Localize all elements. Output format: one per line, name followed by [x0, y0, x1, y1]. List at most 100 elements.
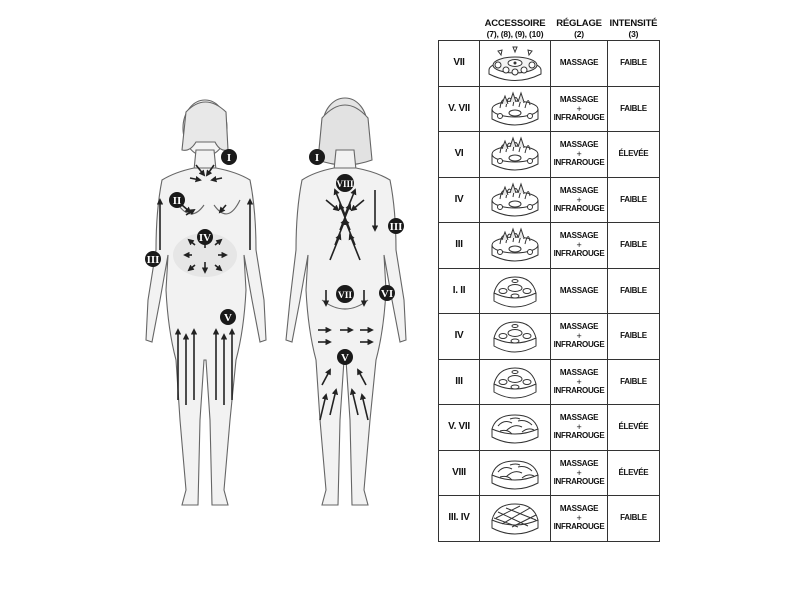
back-zone-marker-I: I: [309, 149, 325, 165]
zone-cell: IV: [438, 176, 480, 223]
front-zone-marker-IV: IV: [197, 229, 213, 245]
setting-extra-text: INFRAROUGE: [553, 249, 605, 259]
front-massage-arrows: [156, 164, 254, 405]
setting-cell: MASSAGE+INFRAROUGE: [550, 358, 608, 405]
setting-header-label: RÉGLAGE: [556, 18, 602, 29]
setting-extra-text: INFRAROUGE: [553, 385, 605, 395]
setting-extra-text: INFRAROUGE: [553, 476, 605, 486]
setting-cell: MASSAGE: [550, 40, 608, 87]
column-header-accessory: ACCESSOIRE (7), (8), (9), (10): [480, 16, 551, 41]
column-header-setting: RÉGLAGE (2): [551, 16, 608, 41]
grid-massage-head-icon: [480, 498, 550, 538]
setting-extra-text: INFRAROUGE: [553, 340, 605, 350]
zone-cell: VII: [438, 40, 480, 87]
setting-mode-text: MASSAGE: [559, 504, 599, 514]
ridged-infrared-head-icon: [480, 134, 550, 174]
svg-text:I: I: [227, 152, 231, 164]
accessory-settings-table: ACCESSOIRE (7), (8), (9), (10) RÉGLAGE (…: [438, 16, 660, 542]
plus-sign: +: [576, 513, 582, 524]
front-zone-marker-I: I: [221, 149, 237, 165]
svg-text:III: III: [390, 221, 403, 233]
intensity-header-ref: (3): [628, 29, 639, 39]
setting-extra-text: INFRAROUGE: [553, 203, 605, 213]
back-zone-marker-VII: VII: [336, 285, 354, 303]
textured-massage-head-icon: [480, 453, 550, 493]
dome-massage-head-icon: [480, 271, 550, 311]
setting-extra-text: INFRAROUGE: [553, 431, 605, 441]
zone-cell: IV: [438, 313, 480, 360]
textured-massage-head-icon: [480, 407, 550, 447]
front-body-figure: [145, 99, 267, 506]
setting-cell: MASSAGE: [550, 267, 608, 314]
setting-extra-text: INFRAROUGE: [553, 522, 605, 532]
intensity-cell: ÉLEVÉE: [607, 131, 660, 178]
table-row: VII MASSAGE FAIBLE: [438, 40, 660, 87]
accessory-cell: [479, 495, 551, 542]
nub-massage-head-icon: [480, 43, 550, 83]
front-zone-marker-V: V: [220, 309, 236, 325]
accessory-header-label: ACCESSOIRE: [484, 18, 546, 29]
plus-sign: +: [576, 422, 582, 433]
column-header-intensity: INTENSITÉ (3): [608, 16, 660, 41]
intensity-cell: FAIBLE: [607, 222, 660, 269]
accessory-cell: [479, 85, 551, 132]
zone-cell: I. II: [438, 267, 480, 314]
back-massage-arrows: [318, 188, 379, 421]
plus-sign: +: [576, 376, 582, 387]
back-zone-marker-III: III: [388, 218, 404, 234]
plus-sign: +: [576, 194, 582, 205]
accessory-cell: [479, 222, 551, 269]
intensity-cell: FAIBLE: [607, 85, 660, 132]
svg-text:I: I: [315, 152, 319, 164]
plus-sign: +: [576, 149, 582, 160]
svg-text:IV: IV: [199, 232, 211, 244]
ridged-infrared-head-icon: [480, 225, 550, 265]
setting-cell: MASSAGE+INFRAROUGE: [550, 313, 608, 360]
accessory-cell: [479, 267, 551, 314]
setting-header-ref: (2): [574, 29, 584, 39]
accessory-cell: [479, 131, 551, 178]
intensity-cell: FAIBLE: [607, 176, 660, 223]
setting-mode-text: MASSAGE: [559, 58, 599, 68]
svg-text:III: III: [147, 254, 160, 266]
dome-massage-head-icon: [480, 362, 550, 402]
setting-cell: MASSAGE+INFRAROUGE: [550, 404, 608, 451]
setting-cell: MASSAGE+INFRAROUGE: [550, 222, 608, 269]
ridged-infrared-head-icon: [480, 180, 550, 220]
intensity-cell: FAIBLE: [607, 313, 660, 360]
front-zone-marker-II: II: [169, 192, 185, 208]
setting-mode-text: MASSAGE: [559, 94, 599, 104]
setting-mode-text: MASSAGE: [559, 458, 599, 468]
zone-cell: V. VII: [438, 85, 480, 132]
svg-text:VII: VII: [338, 291, 353, 301]
setting-mode-text: MASSAGE: [559, 231, 599, 241]
intensity-cell: FAIBLE: [607, 40, 660, 87]
plus-sign: +: [576, 331, 582, 342]
plus-sign: +: [576, 240, 582, 251]
intensity-header-label: INTENSITÉ: [609, 18, 658, 29]
front-zone-marker-III: III: [145, 251, 161, 267]
setting-mode-text: MASSAGE: [559, 322, 599, 332]
body-zone-diagram: I II III IV V I VIII III VII VI V: [145, 97, 407, 506]
setting-cell: MASSAGE+INFRAROUGE: [550, 449, 608, 496]
setting-extra-text: INFRAROUGE: [553, 112, 605, 122]
accessory-cell: [479, 40, 551, 87]
setting-cell: MASSAGE+INFRAROUGE: [550, 176, 608, 223]
accessory-cell: [479, 404, 551, 451]
back-zone-marker-VIII: VIII: [336, 174, 354, 192]
accessory-cell: [479, 358, 551, 405]
zone-cell: III: [438, 222, 480, 269]
setting-mode-text: MASSAGE: [559, 285, 599, 295]
setting-mode-text: MASSAGE: [559, 185, 599, 195]
table-corner-cell: [439, 16, 480, 41]
back-zone-marker-V: V: [337, 349, 353, 365]
zone-cell: V. VII: [438, 404, 480, 451]
intensity-cell: FAIBLE: [607, 495, 660, 542]
